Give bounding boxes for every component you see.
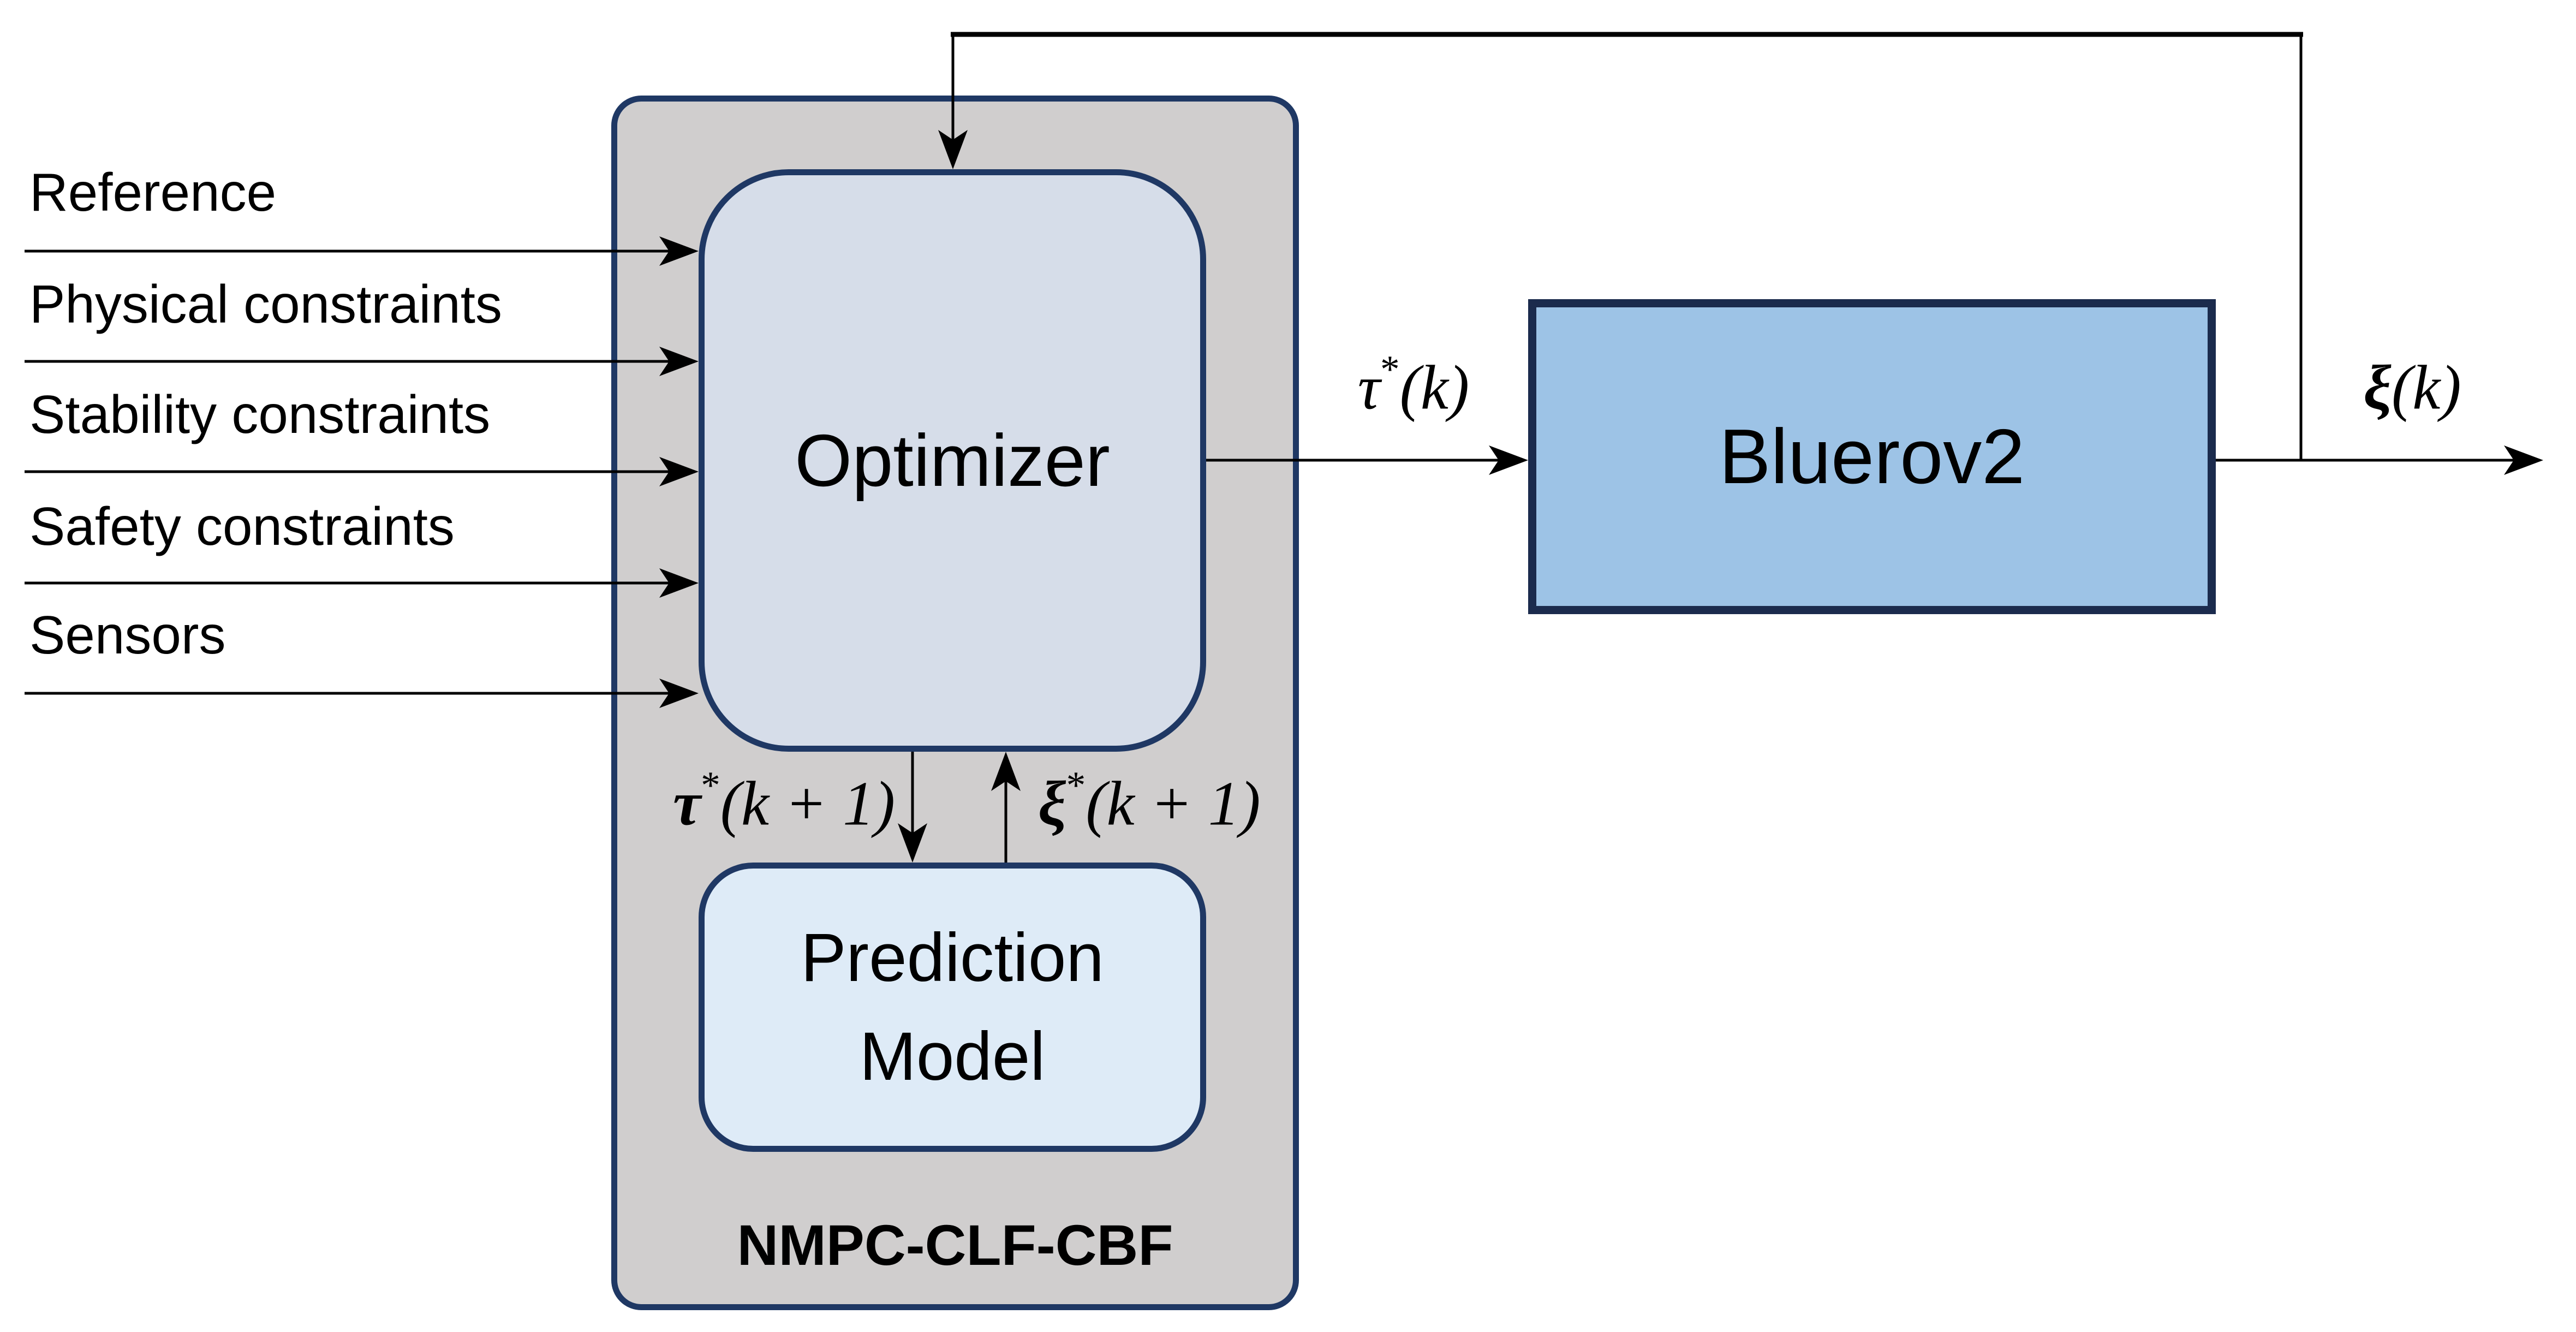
tau-symbol: τ: [1357, 353, 1380, 423]
input-label-physical-constraints: Physical constraints: [29, 274, 503, 334]
xi-symbol: ξ: [2363, 353, 2392, 423]
bluerov2-label: Bluerov2: [1719, 413, 2025, 500]
optimizer-label: Optimizer: [795, 419, 1110, 502]
prediction-model-box: Prediction Model: [699, 863, 1206, 1152]
signal-label-xi-star-k-plus-1: ξ*(k + 1): [1038, 766, 1261, 839]
signal-label-xi-k: ξ(k): [2363, 355, 2461, 419]
xi-k-args: (k): [2392, 353, 2461, 423]
star-superscript: *: [1380, 348, 1400, 391]
tau-star-k-plus-1-args: (k + 1): [720, 769, 895, 839]
tau-star-k-arrowhead: [1489, 445, 1528, 475]
bluerov2-box: Bluerov2: [1528, 299, 2216, 614]
input-label-reference: Reference: [29, 162, 277, 222]
signal-label-tau-star-k: τ*(k): [1357, 350, 1470, 423]
input-label-stability-constraints: Stability constraints: [29, 384, 491, 444]
xi-k-output-arrowhead: [2504, 445, 2543, 475]
prediction-model-label-line2: Model: [859, 1019, 1046, 1095]
star-superscript: *: [1066, 764, 1086, 807]
prediction-model-label-line1: Prediction: [801, 919, 1104, 996]
xi-star-k-plus-1-args: (k + 1): [1086, 769, 1261, 839]
signal-label-tau-star-k-plus-1: τ*(k + 1): [673, 766, 895, 839]
tau-bold-symbol: τ: [673, 769, 701, 839]
xi-bold-symbol: ξ: [1038, 769, 1066, 839]
tau-star-k-args: (k): [1399, 353, 1470, 423]
star-superscript: *: [701, 764, 720, 807]
optimizer-box: Optimizer: [699, 169, 1206, 752]
input-label-sensors: Sensors: [29, 605, 226, 665]
input-label-safety-constraints: Safety constraints: [29, 496, 455, 556]
prediction-model-label: Prediction Model: [801, 908, 1104, 1107]
nmpc-clf-cbf-title: NMPC-CLF-CBF: [737, 1214, 1173, 1277]
